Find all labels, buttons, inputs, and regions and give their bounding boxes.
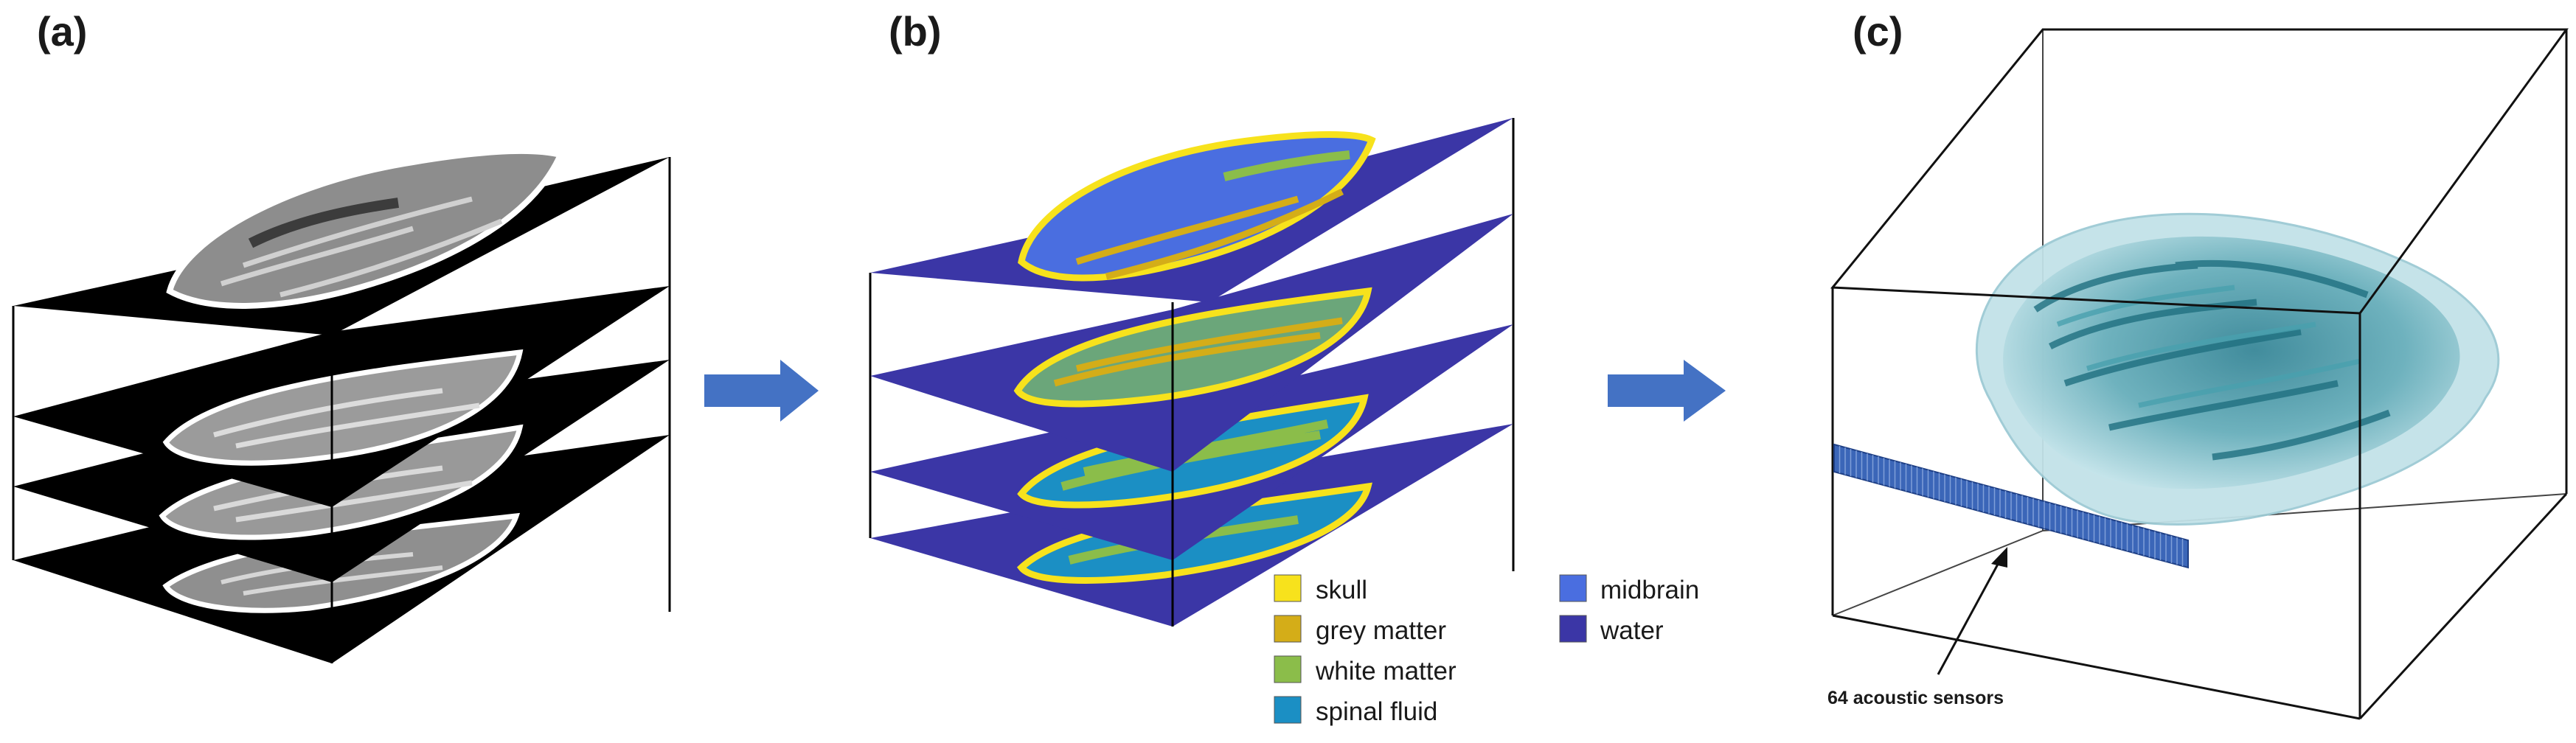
segmented-slice-1 bbox=[870, 118, 1513, 302]
sensor-pointer-arrowhead bbox=[1991, 547, 2007, 568]
legend-label: white matter bbox=[1315, 657, 1457, 686]
panel-label-b: (b) bbox=[889, 8, 942, 55]
mri-slice-1 bbox=[13, 147, 670, 335]
legend-label: grey matter bbox=[1316, 616, 1446, 645]
sensor-elements bbox=[1839, 446, 2184, 566]
legend-swatch bbox=[1274, 615, 1302, 643]
panel-b: (b) bbox=[869, 8, 1699, 726]
segmented-slice-2 bbox=[870, 214, 1513, 472]
legend-label: water bbox=[1600, 616, 1664, 645]
brain-volume bbox=[1975, 212, 2500, 526]
sensor-label: 64 acoustic sensors bbox=[1827, 688, 2004, 708]
legend-label: spinal fluid bbox=[1316, 697, 1437, 726]
legend-swatch bbox=[1559, 574, 1587, 602]
legend-label: skull bbox=[1316, 576, 1367, 604]
legend-swatch bbox=[1274, 696, 1302, 724]
legend-item-spinal-fluid: spinal fluid bbox=[1274, 696, 1437, 726]
legend-item-water: water bbox=[1559, 615, 1664, 645]
legend: skull grey matter white matter spinal fl… bbox=[1274, 574, 1699, 726]
legend-swatch bbox=[1274, 574, 1302, 602]
sensor-pointer-line bbox=[1937, 559, 2002, 675]
legend-item-midbrain: midbrain bbox=[1559, 574, 1699, 604]
legend-swatch bbox=[1274, 655, 1302, 683]
legend-swatch bbox=[1559, 615, 1587, 643]
panel-label-c: (c) bbox=[1853, 8, 1903, 55]
legend-item-skull: skull bbox=[1274, 574, 1367, 604]
mri-slice-2 bbox=[13, 286, 670, 507]
simulation-box-front bbox=[1830, 28, 2569, 720]
legend-item-grey-matter: grey matter bbox=[1274, 615, 1446, 645]
process-arrow-2 bbox=[1608, 360, 1726, 422]
panel-label-a: (a) bbox=[37, 8, 87, 55]
legend-label: midbrain bbox=[1600, 576, 1699, 604]
panel-a: (a) bbox=[12, 8, 671, 663]
panel-c: (c) 64 acou bbox=[1827, 8, 2569, 720]
legend-item-white-matter: white matter bbox=[1274, 655, 1457, 686]
process-arrow-1 bbox=[704, 360, 819, 422]
sensor-array bbox=[1833, 443, 2189, 569]
